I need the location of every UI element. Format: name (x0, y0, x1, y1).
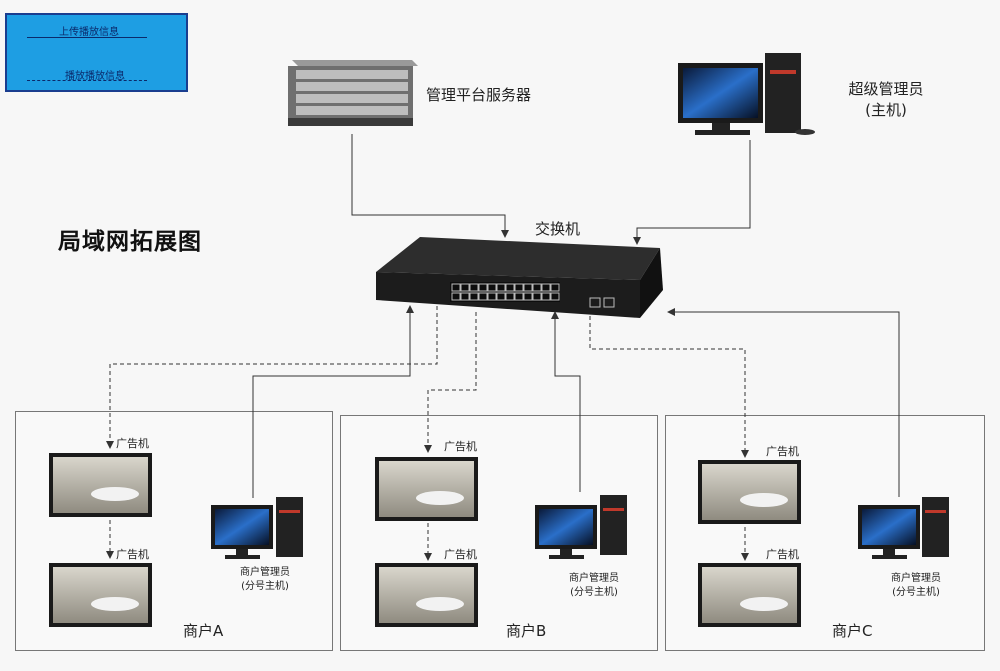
merchant-a-manager-line1: 商户管理员 (240, 567, 290, 578)
diagram-title: 局域网拓展图 (58, 229, 202, 255)
merchant-b-name: 商户B (506, 622, 547, 640)
merchant-c-manager-line2: (分号主机) (892, 587, 940, 598)
merchant-a-name: 商户A (183, 622, 224, 640)
merchant-c-manager-line1: 商户管理员 (891, 573, 941, 584)
merchant-c-ad2-label: 广告机 (766, 548, 799, 561)
merchant-b-manager-label: 商户管理员 (分号主机) (554, 572, 634, 600)
ad-screen-c1 (698, 460, 801, 524)
legend-dashed-label: 播放播放信息 (65, 71, 125, 82)
merchant-a-computer-icon (211, 497, 303, 559)
admin-label-line1: 超级管理员 (848, 80, 924, 98)
legend-box: 上传播放信息 播放播放信息 (5, 13, 188, 92)
legend-solid-label: 上传播放信息 (59, 27, 119, 38)
switch-label: 交换机 (535, 220, 581, 238)
ad-screen-c2 (698, 563, 801, 627)
merchant-b-ad1-label: 广告机 (444, 440, 477, 453)
legend-solid-line (27, 37, 147, 38)
legend-dashed-line (27, 80, 147, 81)
merchant-b-computer-icon (535, 495, 627, 559)
merchant-c-computer-icon (858, 497, 949, 559)
merchant-b-ad2-label: 广告机 (444, 548, 477, 561)
switch-icon (376, 237, 663, 318)
ad-screen-b1 (375, 457, 478, 521)
admin-label: 超级管理员 (主机) (840, 78, 932, 120)
merchant-c-ad1-label: 广告机 (766, 445, 799, 458)
merchant-b-manager-line2: (分号主机) (570, 587, 618, 598)
merchant-a-manager-line2: (分号主机) (241, 581, 289, 592)
server-icon (288, 60, 418, 126)
ad-screen-a2 (49, 563, 152, 627)
merchant-a-ad1-label: 广告机 (116, 437, 149, 450)
dashed-lines (106, 306, 749, 561)
admin-computer-icon (678, 53, 815, 135)
admin-label-line2: (主机) (865, 101, 907, 119)
merchant-a-ad2-label: 广告机 (116, 548, 149, 561)
ad-screen-b2 (375, 563, 478, 627)
server-label: 管理平台服务器 (426, 86, 532, 104)
merchant-c-manager-label: 商户管理员 (分号主机) (876, 572, 956, 600)
ad-screen-a1 (49, 453, 152, 517)
merchant-c-name: 商户C (832, 622, 873, 640)
merchant-b-manager-line1: 商户管理员 (569, 573, 619, 584)
connection-lines (252, 134, 900, 498)
merchant-a-manager-label: 商户管理员 (分号主机) (225, 566, 305, 594)
